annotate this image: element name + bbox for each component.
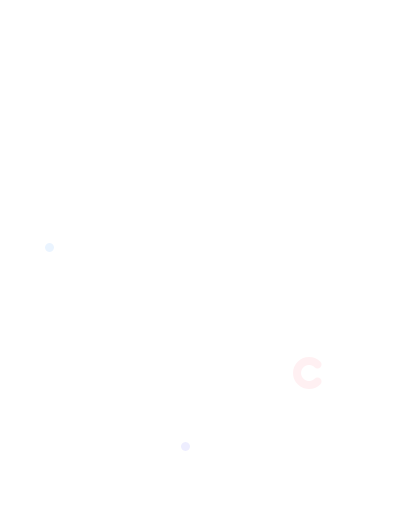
lavender-decorative-dot	[181, 442, 190, 451]
pink-partial-ring-icon	[293, 357, 322, 389]
blue-decorative-dot	[45, 243, 54, 252]
